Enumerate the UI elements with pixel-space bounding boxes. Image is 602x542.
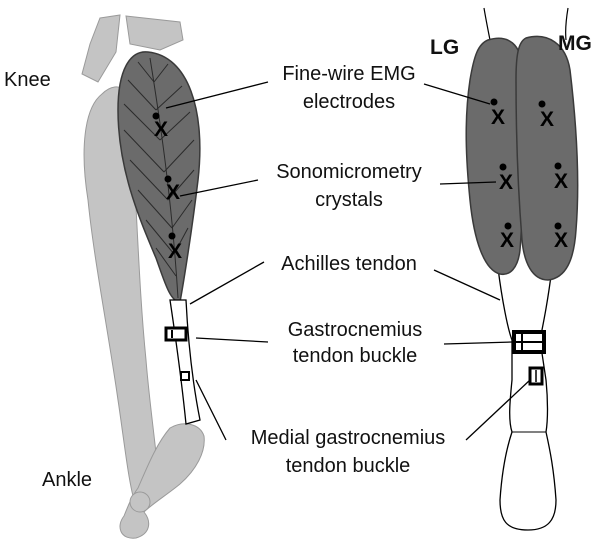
lg-electrode-dot-1: [490, 98, 498, 106]
label-lg: LG: [430, 36, 459, 59]
gastrocnemius-buckle-posterior: [512, 330, 546, 354]
medial-buckle-posterior: [528, 366, 544, 386]
lg-crystal-x-3: X: [500, 229, 514, 252]
crystal-x-2: X: [166, 181, 180, 204]
label-sono-line2: crystals: [315, 189, 383, 211]
medial-buckle-side: [180, 371, 190, 381]
heel-bone: [129, 491, 151, 513]
side-view-leg: X X X: [81, 14, 205, 539]
leader-emg-left: [165, 81, 269, 109]
medial-gastrocnemius-muscle: [515, 35, 579, 281]
lateral-gastrocnemius-muscle: [465, 37, 525, 276]
gastrocnemius-buckle-side: [164, 326, 188, 342]
leader-gastro-buckle-left: [195, 337, 269, 343]
electrodes-side: X X X: [152, 112, 182, 263]
femur-bone: [81, 14, 121, 83]
label-achilles: Achilles tendon: [281, 253, 417, 275]
crystal-x-3: X: [168, 240, 182, 263]
mg-crystal-x-3: X: [554, 229, 568, 252]
leader-emg-right: [423, 83, 491, 105]
lg-electrode-dot-3: [504, 222, 512, 230]
posterior-view-leg: X X X X X X: [465, 7, 579, 531]
label-fine-wire-line1: Fine-wire EMG: [282, 63, 415, 85]
crystal-x-1: X: [154, 118, 168, 141]
lg-crystal-x-2: X: [499, 171, 513, 194]
labels: Knee Ankle LG MG Fine-wire EMG electrode…: [4, 32, 592, 491]
achilles-tendon-side: [169, 299, 201, 425]
mg-electrode-dot-1: [538, 100, 546, 108]
label-gastro-buckle-line1: Gastrocnemius: [288, 319, 423, 341]
leader-sono-right: [439, 181, 497, 185]
muscle-fiber-lines: [123, 57, 195, 299]
electrode-dot-3: [168, 232, 176, 240]
label-mg: MG: [558, 32, 592, 55]
leader-medial-buckle-left: [195, 379, 227, 441]
leader-achilles-left: [189, 261, 265, 305]
label-gastro-buckle-line2: tendon buckle: [293, 345, 418, 367]
mg-crystal-x-1: X: [540, 108, 554, 131]
label-sono-line1: Sonomicrometry: [276, 161, 422, 183]
leader-medial-buckle-right: [465, 379, 531, 441]
thigh-outline: [483, 7, 569, 41]
label-medial-buckle-line2: tendon buckle: [286, 455, 411, 477]
leader-gastro-buckle-right: [443, 341, 513, 345]
electrode-dot-2: [164, 175, 172, 183]
gastrocnemius-muscle-side: [117, 51, 201, 303]
label-fine-wire-line2: electrodes: [303, 91, 395, 113]
label-ankle: Ankle: [42, 469, 92, 491]
achilles-tendon-posterior: [497, 267, 557, 531]
leader-lines: [165, 81, 531, 441]
mg-electrode-dot-3: [554, 222, 562, 230]
lg-electrode-dot-2: [499, 163, 507, 171]
label-knee: Knee: [4, 69, 51, 91]
mg-electrode-dot-2: [554, 162, 562, 170]
leader-achilles-right: [433, 269, 501, 301]
lg-crystal-x-1: X: [491, 106, 505, 129]
leader-sono-left: [179, 179, 259, 197]
label-medial-buckle-line1: Medial gastrocnemius: [251, 427, 446, 449]
mg-crystal-x-2: X: [554, 170, 568, 193]
patella-bone: [125, 15, 184, 51]
electrode-dot-1: [152, 112, 160, 120]
electrodes-posterior: X X X X X X: [490, 98, 568, 252]
